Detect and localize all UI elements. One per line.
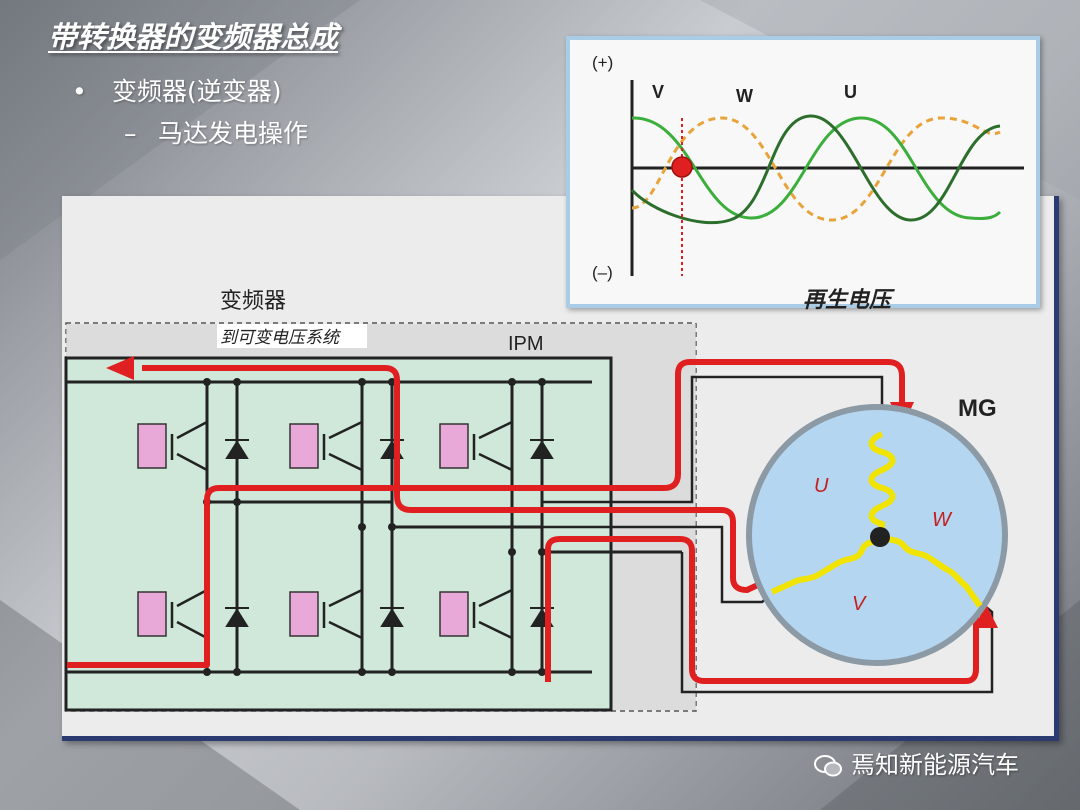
- bullet-level1-text: 变频器(逆变器): [112, 77, 282, 106]
- coil-label-w: W: [932, 509, 953, 531]
- circuit-diagram: 变频器 到可变电压系统 IPM: [64, 288, 1008, 712]
- bullet-level2: –马达发电操作: [124, 114, 308, 150]
- bullet-level1: • 变频器(逆变器): [72, 72, 282, 108]
- slide-title: 带转换器的变频器总成: [48, 20, 339, 54]
- phase-w-wave: [631, 116, 1001, 222]
- igbt-gate-w-upper: [439, 423, 469, 469]
- coil-label-v: V: [852, 593, 867, 615]
- phase-label-u: U: [844, 82, 857, 102]
- bullet-dash: –: [124, 119, 137, 148]
- mg-label: MG: [958, 395, 997, 422]
- inverter-label: 变频器: [220, 288, 286, 313]
- to-system-label-bg: [217, 324, 367, 348]
- diodes: [225, 439, 554, 627]
- waveform-caption: 再生电压: [803, 288, 892, 313]
- time-marker-dot: [671, 156, 693, 178]
- waveform-chart: (+) (–) V W U: [592, 53, 1024, 282]
- igbt-symbols: [170, 420, 513, 640]
- arrow-left-icon: [106, 356, 134, 380]
- phase-label-w: W: [736, 86, 753, 106]
- arrow-up-icon: [974, 604, 998, 628]
- waveform-panel: (+) (–) V W U: [566, 36, 1040, 308]
- minus-label: (–): [592, 263, 613, 282]
- current-path: [67, 359, 979, 684]
- ipm-module: [64, 356, 613, 712]
- bus-junctions: [203, 378, 546, 676]
- watermark: 焉知新能源汽车: [813, 745, 1019, 780]
- wechat-icon: [814, 755, 842, 777]
- ipm-label: IPM: [508, 333, 544, 355]
- phase-label-v: V: [652, 82, 664, 102]
- phase-v-wave: [631, 116, 1002, 220]
- coil-neutral-point: [870, 527, 890, 547]
- to-system-label: 到可变电压系统: [220, 328, 342, 347]
- watermark-text: 焉知新能源汽车: [851, 751, 1019, 779]
- igbt-gate-v-upper: [289, 423, 319, 469]
- bullet-dot: •: [72, 77, 87, 106]
- igbt-gate-w-lower: [439, 591, 469, 637]
- igbt-gate-u-upper: [137, 423, 167, 469]
- igbt-modules: [137, 423, 469, 637]
- phase-u-wave: [630, 114, 1001, 225]
- plus-label: (+): [592, 53, 613, 72]
- igbt-gate-u-lower: [137, 591, 167, 637]
- stator-coils: [770, 431, 983, 608]
- coil-label-u: U: [814, 475, 829, 497]
- igbt-gate-v-lower: [289, 591, 319, 637]
- circuit-diagram-panel: 变频器 到可变电压系统 IPM: [62, 196, 1059, 741]
- bullet-level2-text: 马达发电操作: [158, 119, 309, 148]
